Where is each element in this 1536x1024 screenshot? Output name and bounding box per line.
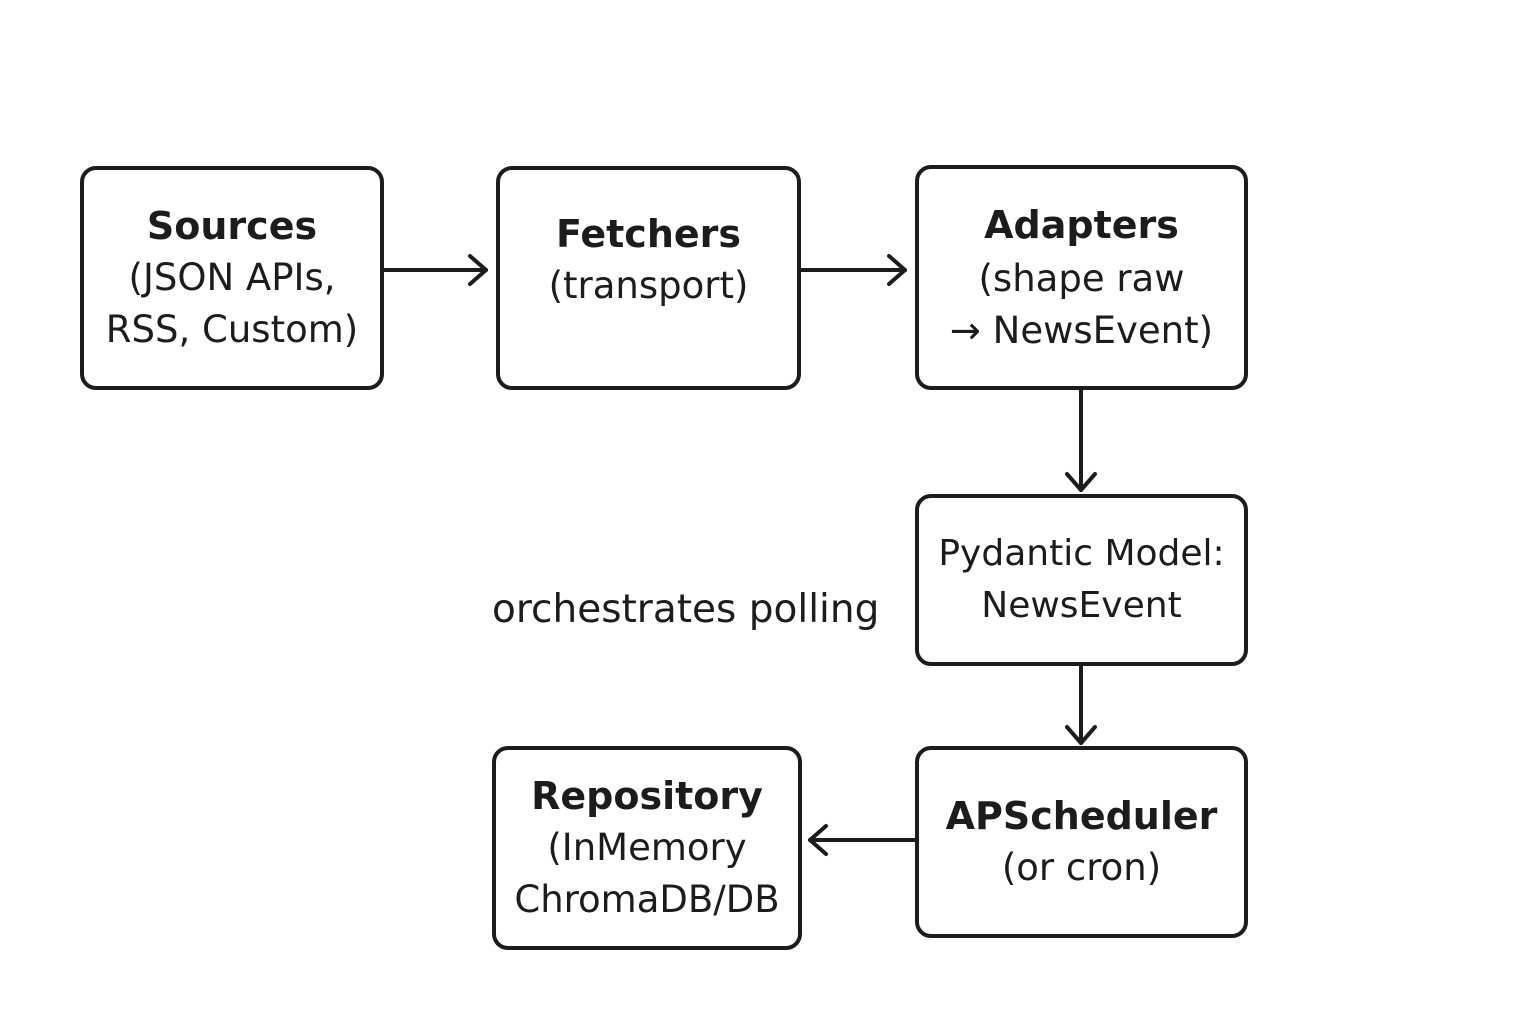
node-adapters-line-2: → NewsEvent) [949, 308, 1214, 352]
node-fetchers-title: Fetchers [555, 212, 742, 256]
arrow-pydantic-to-scheduler [1065, 664, 1097, 745]
node-apscheduler: APScheduler (or cron) [915, 746, 1248, 938]
node-repository-line-2: ChromaDB/DB [514, 878, 780, 921]
node-adapters-line-1: (shape raw [978, 256, 1185, 300]
arrow-fetchers-to-adapters [799, 254, 907, 286]
node-adapters: Adapters (shape raw → NewsEvent) [915, 165, 1248, 390]
node-sources-line-1: (JSON APIs, [128, 256, 336, 299]
node-sources: Sources (JSON APIs, RSS, Custom) [80, 166, 384, 390]
node-fetchers-line-1: (transport) [548, 264, 749, 307]
node-pydantic-line-2: NewsEvent [981, 585, 1182, 626]
orchestrates-polling-label: orchestrates polling [492, 587, 880, 632]
arrow-adapters-to-pydantic [1065, 388, 1097, 492]
node-pydantic-line-1: Pydantic Model: [938, 533, 1225, 574]
node-adapters-title: Adapters [984, 202, 1179, 247]
node-repository-line-1: (InMemory [547, 826, 747, 869]
node-apscheduler-title: APScheduler [945, 794, 1218, 838]
node-fetchers: Fetchers (transport) [496, 166, 801, 390]
arrow-sources-to-fetchers [382, 254, 488, 286]
arrow-scheduler-to-repository [808, 824, 917, 856]
node-pydantic-model: Pydantic Model: NewsEvent [915, 494, 1248, 666]
node-repository-title: Repository [531, 774, 763, 818]
node-repository: Repository (InMemory ChromaDB/DB [492, 746, 802, 950]
node-apscheduler-line-1: (or cron) [1001, 846, 1162, 889]
node-sources-title: Sources [146, 204, 318, 248]
node-sources-line-2: RSS, Custom) [105, 308, 359, 351]
